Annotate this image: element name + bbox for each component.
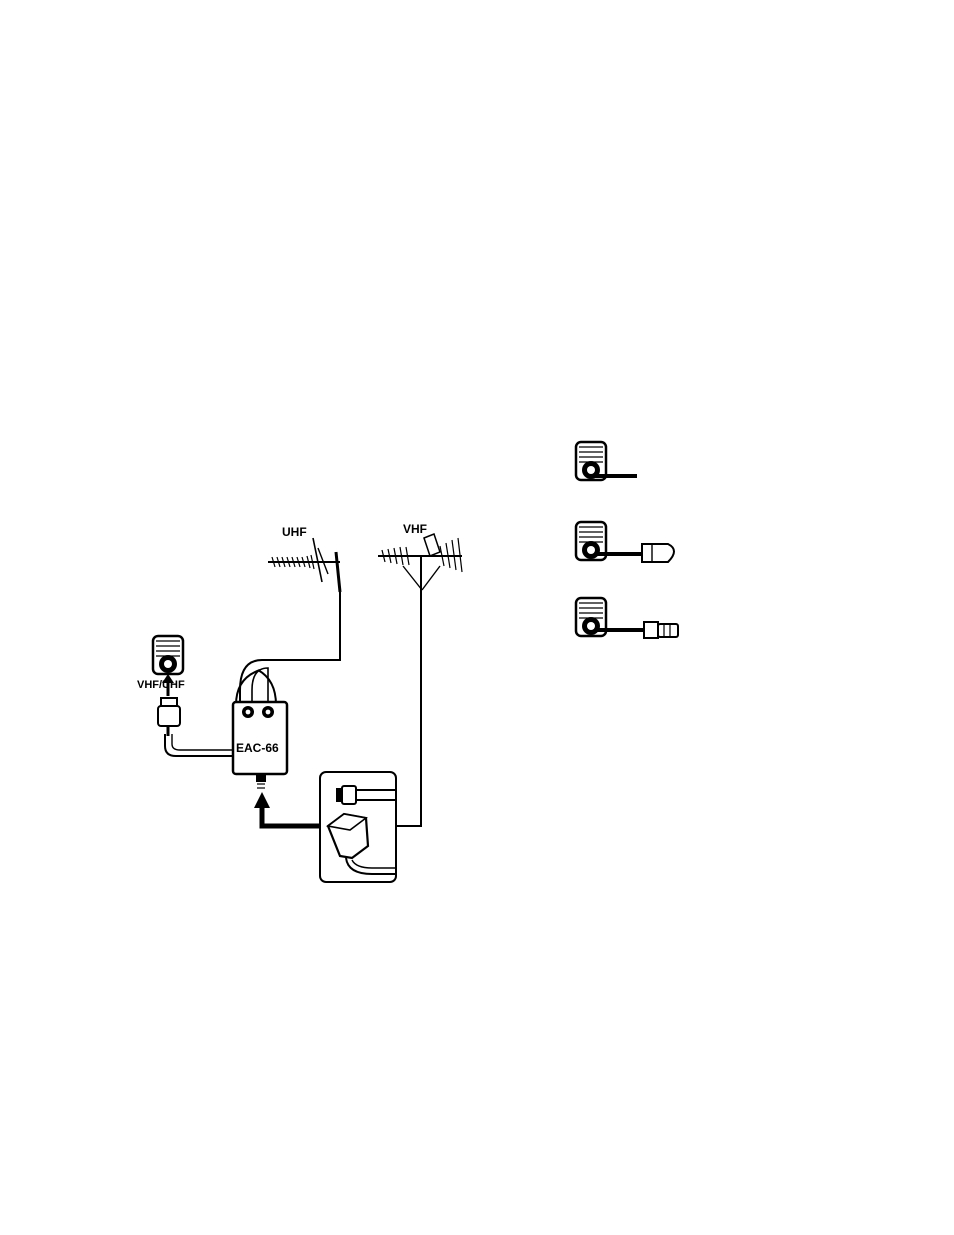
- vhf-lead-in-cable: [396, 596, 421, 826]
- vhf-antenna-label: VHF: [403, 522, 427, 536]
- connector-wire-icon: [576, 442, 637, 480]
- coax-connector-icon: [158, 698, 180, 736]
- connector-screw-on-icon: [576, 598, 678, 638]
- uhf-lead-in-cable: [240, 592, 340, 705]
- tv-coax-cable: [165, 734, 236, 756]
- adapter-inset-panel: [320, 772, 396, 882]
- tv-antenna-jack-icon: [153, 636, 183, 674]
- tv-input-label: VHF/UHF: [137, 679, 185, 691]
- adapter-connection-arrow: [262, 806, 320, 826]
- uhf-antenna-icon: [268, 538, 340, 592]
- uhf-lead-in-cable-inner: [252, 668, 268, 705]
- connector-push-on-icon: [576, 522, 674, 562]
- combiner-label: EAC-66: [236, 741, 279, 755]
- vhf-antenna-icon: [378, 534, 462, 596]
- uhf-antenna-label: UHF: [282, 525, 307, 539]
